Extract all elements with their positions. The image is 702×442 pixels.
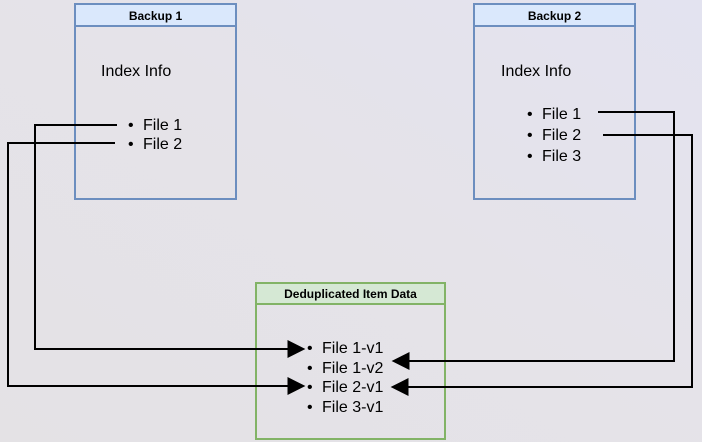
- backup1-file-list: File 1 File 2: [128, 116, 182, 154]
- dedup-item-list: File 1-v1 File 1-v2 File 2-v1 File 3-v1: [307, 339, 383, 417]
- dedup-item-file1-v2: File 1-v2: [307, 359, 383, 379]
- backup2-title: Backup 2: [475, 5, 634, 27]
- backup1-box: Backup 1 Index Info File 1 File 2: [74, 3, 237, 200]
- backup2-index-info-label: Index Info: [501, 63, 572, 80]
- backup2-file-3: File 3: [527, 146, 581, 167]
- backup1-file-1: File 1: [128, 116, 182, 135]
- backup1-index-info-label: Index Info: [101, 63, 172, 80]
- dedup-title: Deduplicated Item Data: [257, 284, 444, 305]
- dedup-item-file1-v1: File 1-v1: [307, 339, 383, 359]
- dedup-box: Deduplicated Item Data File 1-v1 File 1-…: [255, 282, 446, 440]
- backup2-file-1: File 1: [527, 104, 581, 125]
- backup1-file-2: File 2: [128, 135, 182, 154]
- backup2-file-2: File 2: [527, 125, 581, 146]
- dedup-item-file2-v1: File 2-v1: [307, 378, 383, 398]
- backup2-file-list: File 1 File 2 File 3: [527, 104, 581, 167]
- dedup-item-file3-v1: File 3-v1: [307, 398, 383, 418]
- backup1-title: Backup 1: [76, 5, 235, 27]
- backup2-box: Backup 2 Index Info File 1 File 2 File 3: [473, 3, 636, 200]
